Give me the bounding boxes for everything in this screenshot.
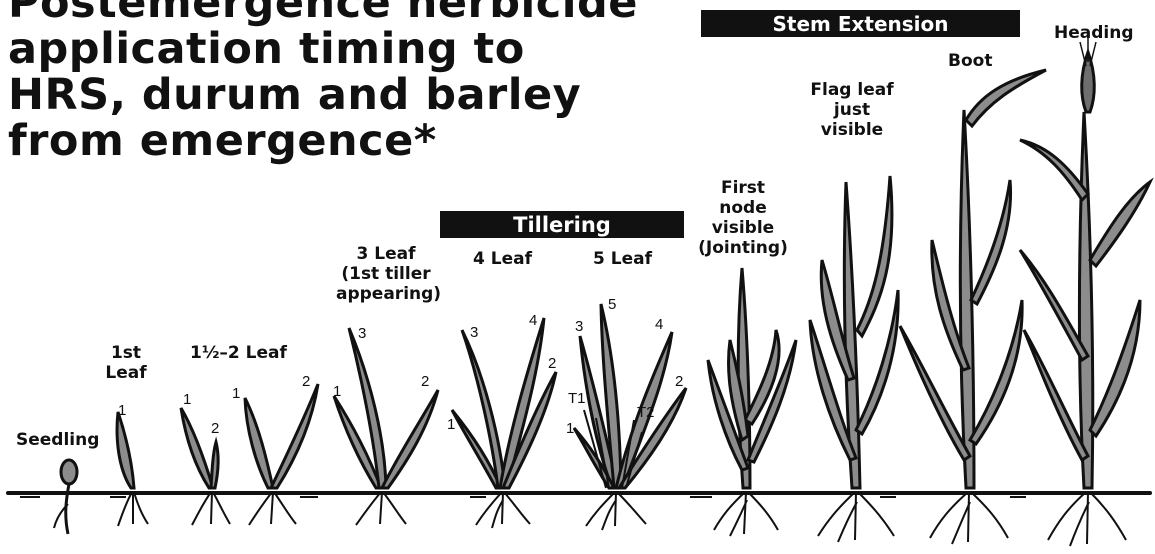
label-line: (Jointing) (691, 238, 795, 258)
leaf-number: 1 (183, 392, 191, 408)
stage-label-1-half-2-leaf: 1½–2 Leaf (190, 343, 287, 363)
label-line: just (806, 100, 898, 120)
stage-label-boot: Boot (948, 51, 992, 71)
heading-plant (1020, 38, 1150, 546)
leaf-number: 2 (211, 421, 219, 437)
stage-label-seedling: Seedling (16, 430, 99, 450)
half-leaf-plant-a (181, 408, 230, 525)
leaf-number: 3 (358, 326, 366, 342)
leaf-number: 4 (655, 317, 663, 333)
leaf-number: 2 (548, 356, 556, 372)
stage-label-4-leaf: 4 Leaf (473, 249, 532, 269)
leaf-number: 2 (302, 374, 310, 390)
seedling-plant (54, 460, 77, 534)
stage-label-heading: Heading (1054, 23, 1134, 43)
leaf-number: 1 (232, 386, 240, 402)
first-leaf-plant (117, 412, 148, 526)
roots (586, 492, 646, 530)
five-leaf-plant (574, 304, 686, 530)
jointing-plant (708, 268, 796, 536)
flag-leaf-plant (810, 176, 898, 542)
label-line: Leaf (100, 363, 152, 383)
roots (356, 492, 406, 525)
four-leaf-plant (452, 318, 556, 528)
roots (1048, 492, 1126, 546)
label-line: (1st tiller (336, 264, 436, 284)
leaf-number: 2 (675, 374, 683, 390)
stage-label-3-leaf: 3 Leaf (1st tiller appearing) (336, 244, 436, 304)
leaf-number: 4 (529, 313, 537, 329)
stage-label-flag-leaf: Flag leaf just visible (806, 80, 898, 140)
leaf-number: 3 (470, 325, 478, 341)
leaf-number: 1 (447, 417, 455, 433)
tiller-label: T2 (637, 405, 655, 421)
label-line: visible (806, 120, 898, 140)
label-line: appearing) (336, 284, 436, 304)
roots (818, 492, 894, 542)
leaf-number: 3 (575, 319, 583, 335)
roots (930, 492, 1008, 544)
leaf-number: 1 (566, 421, 574, 437)
tiller-label: T1 (568, 391, 586, 407)
roots (249, 492, 296, 525)
stage-label-jointing: First node visible (Jointing) (691, 178, 795, 258)
roots (714, 492, 778, 536)
leaf-number: 1 (333, 384, 341, 400)
label-line: node (691, 198, 795, 218)
half-leaf-plant-b (245, 384, 318, 525)
label-line: Flag leaf (806, 80, 898, 100)
label-line: 3 Leaf (336, 244, 436, 264)
three-leaf-plant (334, 328, 438, 525)
stage-label-1st-leaf: 1st Leaf (100, 343, 152, 383)
leaf-number: 5 (608, 297, 616, 313)
stage-label-5-leaf: 5 Leaf (593, 249, 652, 269)
leaf-number: 2 (421, 374, 429, 390)
label-line: visible (691, 218, 795, 238)
leaf-number: 1 (118, 403, 126, 419)
label-line: First (691, 178, 795, 198)
roots (192, 492, 230, 525)
label-line: 1st (100, 343, 152, 363)
